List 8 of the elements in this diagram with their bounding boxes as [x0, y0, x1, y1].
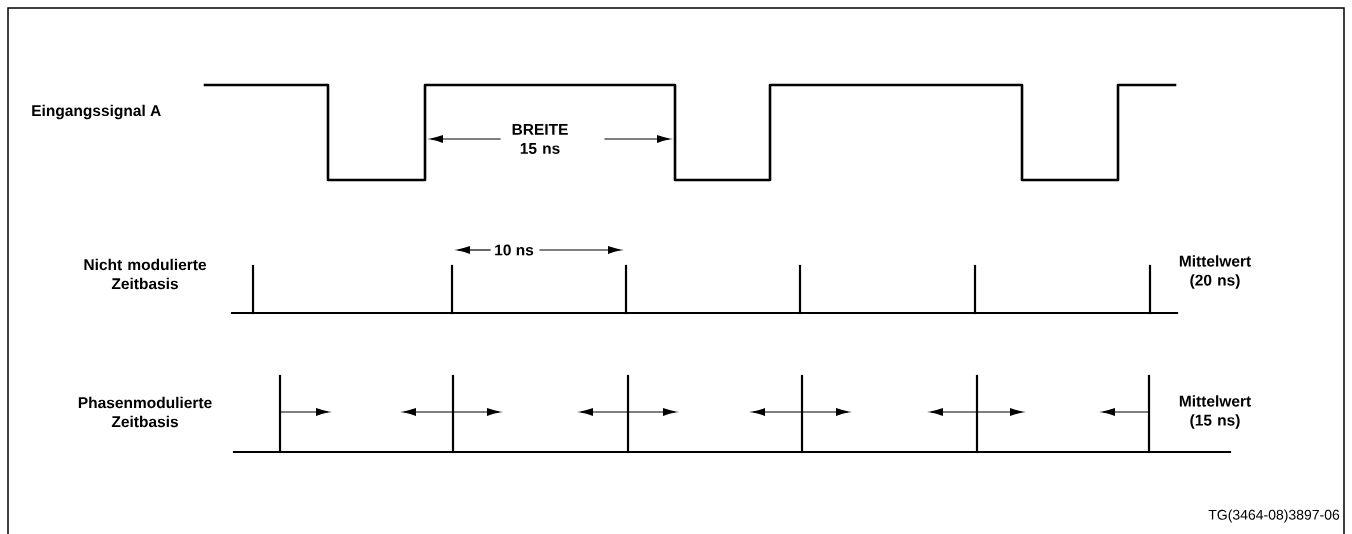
dimension-label: 10 ns [495, 244, 534, 256]
signal-label: Nicht modulierte Zeitbasis [84, 258, 207, 290]
signal-label: Phasenmodulierte Zeitbasis [78, 396, 212, 428]
value-label: Mittelwert (15 ns) [1179, 395, 1251, 429]
dimension-label: BREITE 15 ns [512, 124, 568, 154]
figure-code: TG(3464-08)3897-06 [1208, 509, 1340, 523]
value-label: Mittelwert (20 ns) [1179, 255, 1251, 289]
signal-label: Eingangssignal A [32, 104, 161, 120]
